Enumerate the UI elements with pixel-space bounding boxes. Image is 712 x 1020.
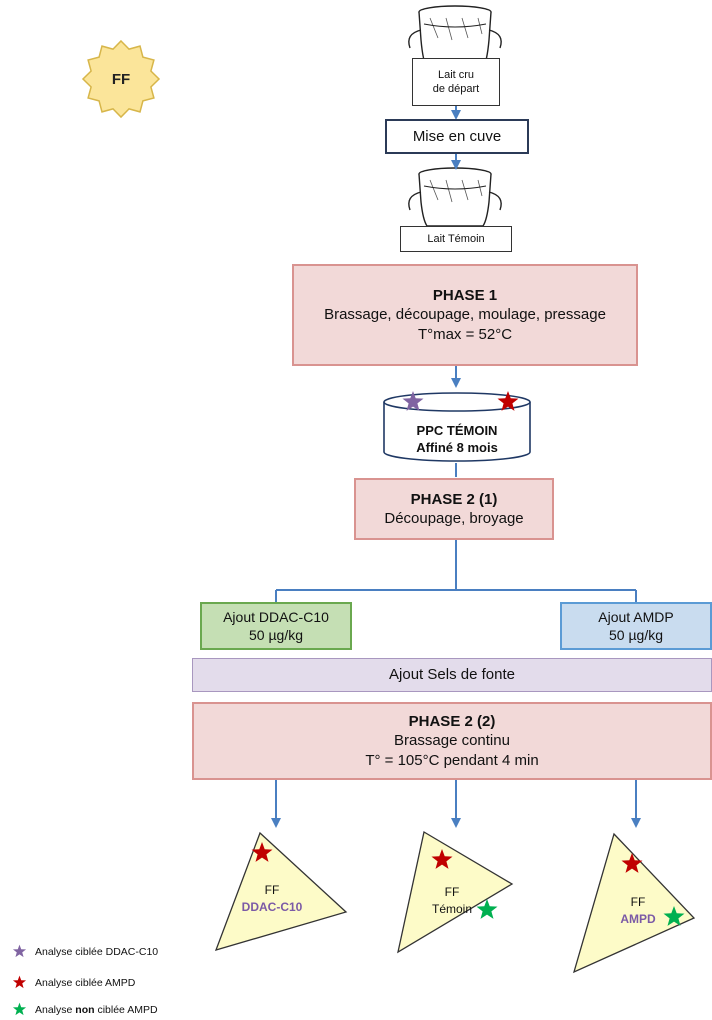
product-triangle-ddac: [214, 831, 348, 951]
ppc-line1: PPC TÉMOIN: [416, 423, 498, 439]
product-triangle-temoin: [397, 830, 514, 954]
phase1-line2: T°max = 52°C: [417, 325, 513, 343]
star-red-icon: [12, 975, 27, 989]
mise-en-cuve-label: Mise en cuve: [412, 127, 502, 145]
star-green-icon: [476, 899, 498, 919]
ajout-amdp-box: Ajout AMDP 50 µg/kg: [560, 602, 712, 650]
legend-text-ddac: Analyse ciblée DDAC-C10: [35, 945, 159, 958]
ppc-line2: Affiné 8 mois: [416, 440, 498, 455]
ppc-label: PPC TÉMOIN Affiné 8 mois: [384, 420, 530, 460]
milk-pail-icon: [408, 167, 502, 227]
ajout-ddac-box: Ajout DDAC-C10 50 µg/kg: [200, 602, 352, 650]
phase2-2-box: PHASE 2 (2) Brassage continu T° = 105°C …: [192, 702, 712, 780]
legend-text-ampd: Analyse ciblée AMPD: [35, 976, 136, 989]
ff-badge-label: FF: [111, 70, 131, 88]
lait-cru-line1: Lait cru: [437, 68, 475, 81]
legend-item-nontarget: Analyse non ciblée AMPD: [12, 1002, 158, 1017]
legend-text-nontarget: Analyse non ciblée AMPD: [35, 1003, 158, 1016]
product-label-ddac: FF DDAC-C10: [232, 882, 312, 917]
star-green-icon: [663, 906, 685, 926]
product-ampd-line1: FF: [630, 895, 646, 909]
legend-item-ampd: Analyse ciblée AMPD: [12, 975, 135, 990]
phase2-2-title: PHASE 2 (2): [408, 712, 496, 730]
product-triangle-ampd: [572, 832, 696, 974]
phase2-2-line2: T° = 105°C pendant 4 min: [365, 751, 539, 769]
mise-en-cuve-box: Mise en cuve: [385, 119, 529, 154]
lait-cru-label: Lait cru de départ: [412, 58, 500, 106]
star-red-icon: [431, 849, 453, 869]
phase1-line1: Brassage, découpage, moulage, pressage: [324, 306, 606, 324]
legend-item-ddac: Analyse ciblée DDAC-C10: [12, 944, 158, 959]
ff-badge-seal: [81, 39, 161, 119]
phase1-box: PHASE 1 Brassage, découpage, moulage, pr…: [292, 264, 638, 366]
star-red-icon: [497, 391, 519, 411]
ajout-ddac-title: Ajout DDAC-C10: [223, 608, 329, 625]
cheese-cylinder-icon: [383, 392, 531, 462]
phase2-1-box: PHASE 2 (1) Découpage, broyage: [354, 478, 554, 540]
ajout-amdp-title: Ajout AMDP: [598, 608, 674, 625]
lait-temoin-text: Lait Témoin: [427, 232, 485, 245]
product-temoin-line1: FF: [444, 885, 460, 899]
phase2-1-title: PHASE 2 (1): [410, 490, 498, 508]
product-temoin-line2: Témoin: [431, 902, 472, 917]
flow-connectors: [271, 106, 641, 828]
product-ddac-line1: FF: [264, 883, 280, 897]
product-label-temoin: FF Témoin: [412, 884, 492, 919]
lait-cru-line2: de départ: [432, 83, 480, 95]
milk-pail-icon: [408, 5, 502, 69]
lait-temoin-label: Lait Témoin: [400, 226, 512, 252]
ajout-ddac-dose: 50 µg/kg: [249, 627, 303, 643]
star-red-icon: [621, 853, 643, 873]
product-ampd-line2: AMPD: [620, 912, 656, 927]
sels-de-fonte-label: Ajout Sels de fonte: [389, 666, 515, 684]
phase2-2-line1: Brassage continu: [394, 732, 510, 750]
star-purple-icon: [402, 391, 424, 411]
star-purple-icon: [12, 944, 27, 958]
product-label-ampd: FF AMPD: [598, 894, 678, 929]
phase1-title: PHASE 1: [432, 286, 498, 304]
sels-de-fonte-box: Ajout Sels de fonte: [192, 658, 712, 692]
phase2-1-line1: Découpage, broyage: [384, 510, 524, 527]
ajout-amdp-dose: 50 µg/kg: [609, 627, 663, 643]
star-red-icon: [251, 842, 273, 862]
product-ddac-line2: DDAC-C10: [241, 900, 303, 915]
star-green-icon: [12, 1002, 27, 1016]
